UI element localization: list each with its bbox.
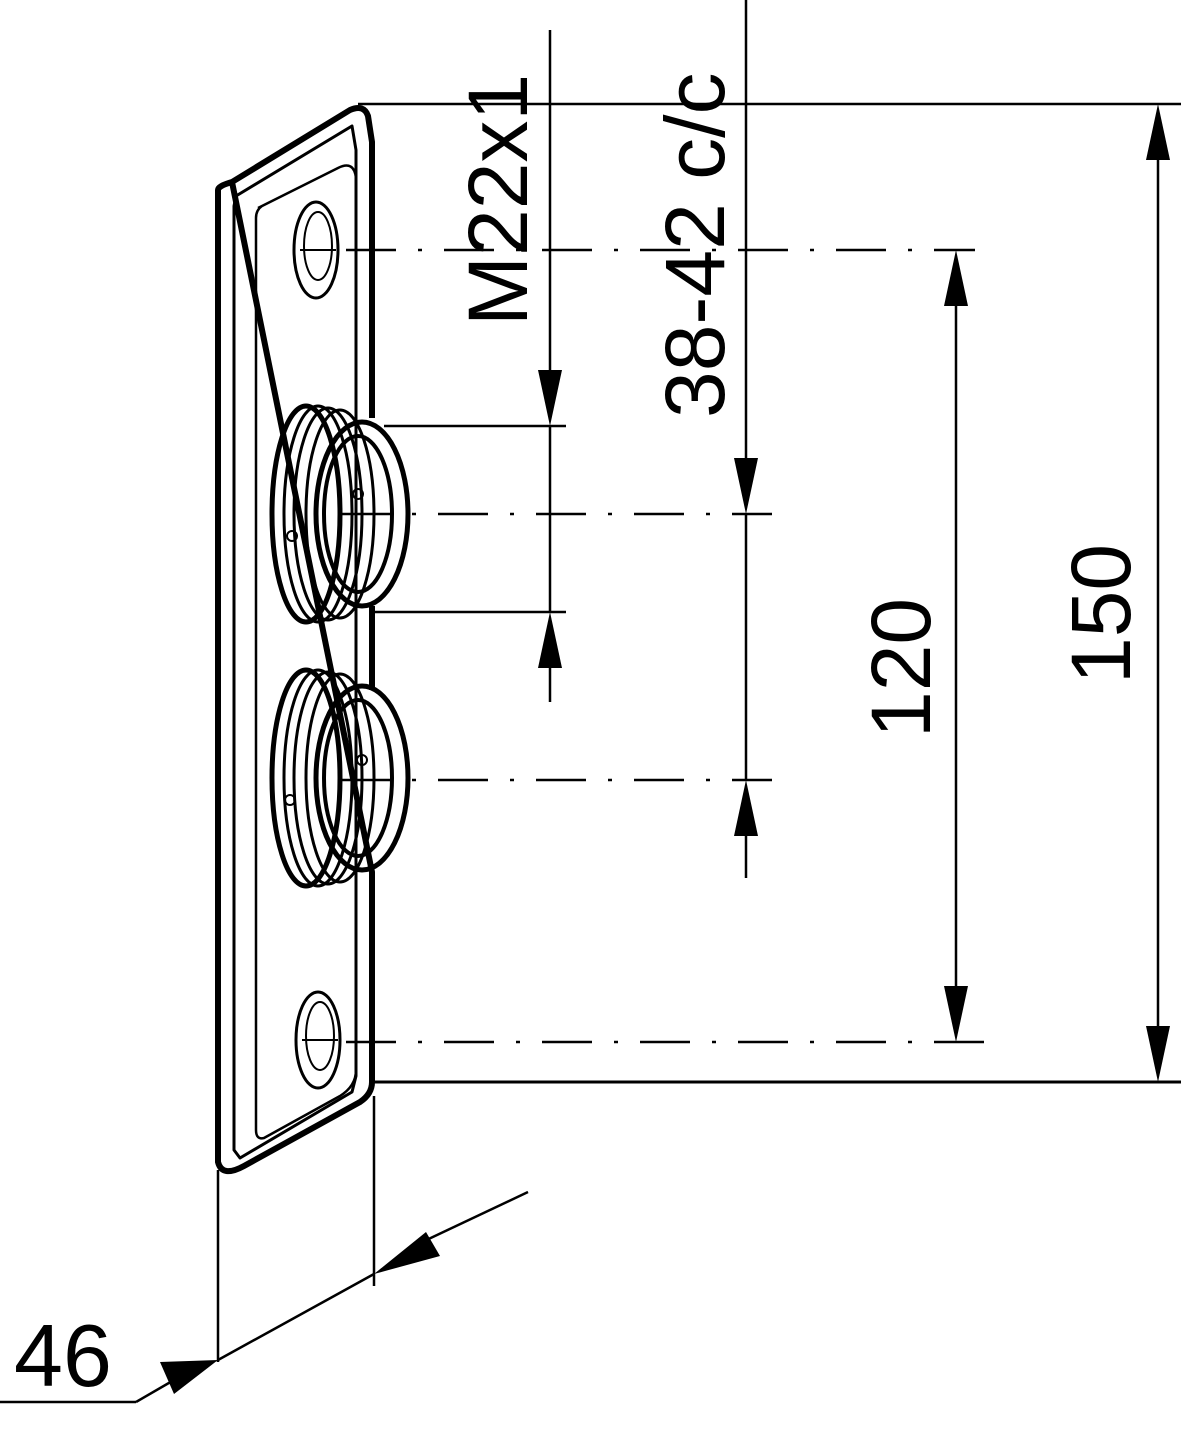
lower-threaded-connector	[269, 667, 411, 889]
extension-lines	[216, 102, 1181, 1362]
arrowhead	[1146, 104, 1170, 160]
top-screw-hole	[292, 200, 340, 300]
arrowhead	[1146, 1026, 1170, 1082]
arrowhead	[944, 250, 968, 306]
bottom-screw-hole	[294, 990, 342, 1090]
dimension-depth: 46	[0, 1190, 529, 1405]
dimension-hole-center: 120	[854, 250, 968, 1042]
dimension-plate-height: 150	[1054, 104, 1170, 1082]
mounting-plate	[215, 105, 375, 1175]
arrowhead	[734, 458, 758, 514]
arrowhead	[734, 780, 758, 836]
depth-label: 46	[14, 1306, 112, 1405]
arrowhead	[160, 1360, 218, 1394]
spacing-label: 38-42 c/c	[648, 72, 742, 418]
dimension-thread: M22x1	[451, 30, 562, 702]
thread-label: M22x1	[451, 74, 545, 326]
arrowhead	[538, 370, 562, 426]
arrowhead	[538, 612, 562, 668]
dimension-spacing: 38-42 c/c	[648, 0, 758, 878]
arrowhead	[374, 1232, 440, 1274]
center-lines	[340, 248, 990, 1044]
hole-center-label: 120	[854, 598, 948, 738]
plate-height-label: 150	[1054, 544, 1148, 684]
arrowhead	[944, 986, 968, 1042]
